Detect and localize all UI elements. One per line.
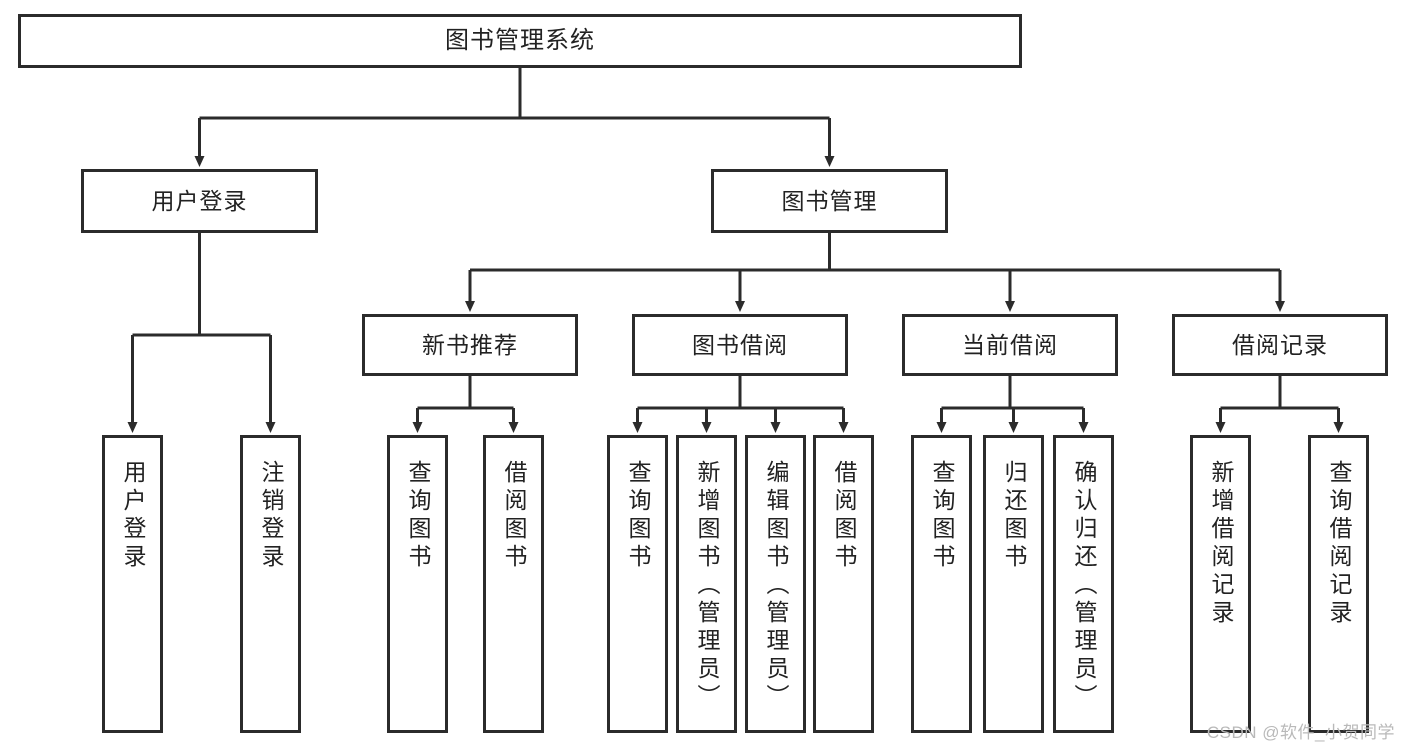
leaf-node-label: 查询图书: [625, 460, 651, 572]
leaf-node[interactable]: 借阅图书: [813, 435, 874, 733]
leaf-node[interactable]: 归还图书: [983, 435, 1044, 733]
leaf-node-label: 注销登录: [258, 460, 284, 572]
leaf-node-label: 确认归还（管理员）: [1071, 460, 1097, 712]
leaf-node[interactable]: 新增图书（管理员）: [676, 435, 737, 733]
leaf-node-label: 归还图书: [1001, 460, 1027, 572]
root-node[interactable]: 图书管理系统: [18, 14, 1022, 68]
leaf-node-label: 借阅图书: [831, 460, 857, 572]
level2-node-label: 用户登录: [151, 187, 248, 214]
leaf-node[interactable]: 用户登录: [102, 435, 163, 733]
leaf-node[interactable]: 编辑图书（管理员）: [745, 435, 806, 733]
leaf-node[interactable]: 注销登录: [240, 435, 301, 733]
level2-node[interactable]: 图书管理: [711, 169, 948, 233]
leaf-node-label: 查询借阅记录: [1326, 460, 1352, 628]
leaf-node[interactable]: 查询图书: [387, 435, 448, 733]
level2-node-label: 图书管理: [781, 187, 878, 214]
leaf-node[interactable]: 新增借阅记录: [1190, 435, 1251, 733]
level2-node[interactable]: 用户登录: [81, 169, 318, 233]
leaf-node[interactable]: 借阅图书: [483, 435, 544, 733]
level3-node[interactable]: 借阅记录: [1172, 314, 1388, 376]
leaf-node-label: 新增借阅记录: [1208, 460, 1234, 628]
leaf-node[interactable]: 查询图书: [911, 435, 972, 733]
level3-node[interactable]: 当前借阅: [902, 314, 1118, 376]
leaf-node[interactable]: 确认归还（管理员）: [1053, 435, 1114, 733]
level3-node[interactable]: 新书推荐: [362, 314, 578, 376]
leaf-node-label: 查询图书: [929, 460, 955, 572]
level3-node-label: 借阅记录: [1232, 331, 1328, 358]
leaf-node-label: 新增图书（管理员）: [694, 460, 720, 712]
leaf-node[interactable]: 查询借阅记录: [1308, 435, 1369, 733]
level3-node-label: 当前借阅: [962, 331, 1058, 358]
leaf-node-label: 用户登录: [120, 460, 146, 572]
leaf-node[interactable]: 查询图书: [607, 435, 668, 733]
leaf-node-label: 借阅图书: [501, 460, 527, 572]
level3-node-label: 新书推荐: [422, 331, 518, 358]
leaf-node-label: 查询图书: [405, 460, 431, 572]
root-node-label: 图书管理系统: [445, 27, 595, 55]
level3-node[interactable]: 图书借阅: [632, 314, 848, 376]
watermark: CSDN @软件_小贺同学: [1206, 723, 1395, 742]
leaf-node-label: 编辑图书（管理员）: [763, 460, 789, 712]
level3-node-label: 图书借阅: [692, 331, 788, 358]
